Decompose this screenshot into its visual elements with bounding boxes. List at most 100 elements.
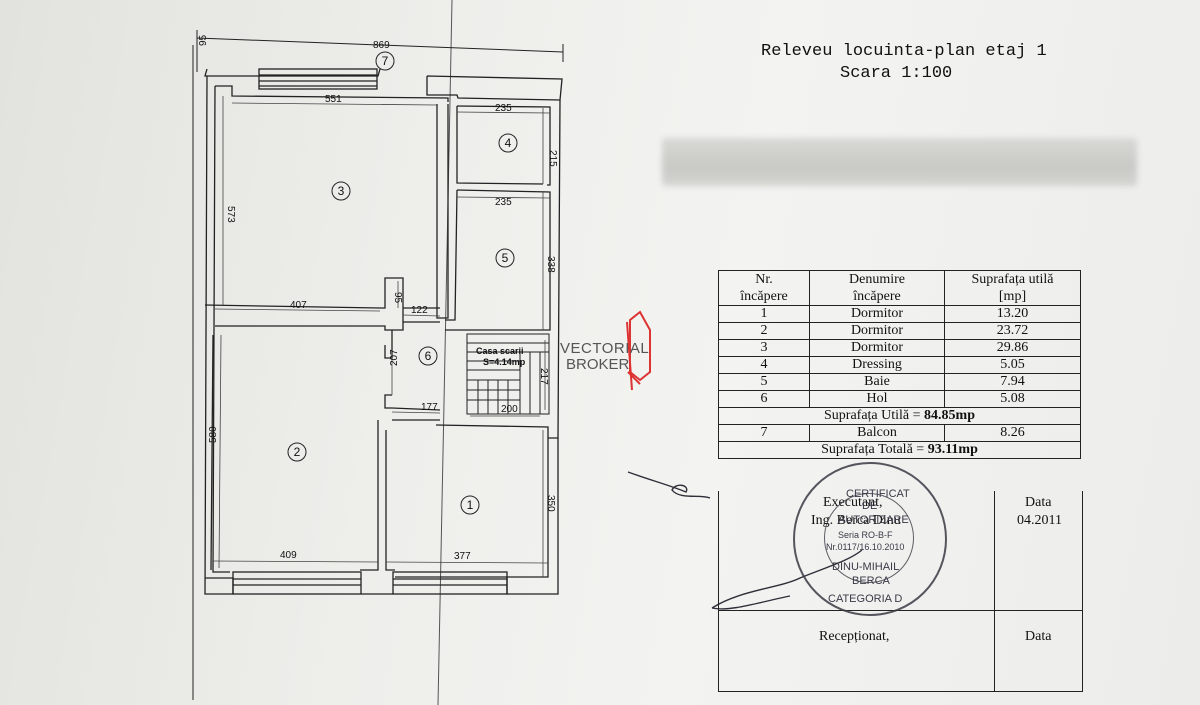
- useful-area-value: 84.85mp: [924, 408, 975, 423]
- room-marker-6: 6: [425, 349, 432, 363]
- receptionat-label: Recepționat,: [819, 629, 890, 644]
- useful-area-row: Suprafața Utilă = 84.85mp: [718, 407, 1081, 425]
- row-area: 23.72: [944, 322, 1081, 340]
- row-nr: 1: [718, 305, 810, 323]
- header-nr-line1: Nr.: [755, 272, 773, 287]
- document-scale: Scara 1:100: [840, 64, 953, 83]
- dim-177: 177: [421, 402, 438, 413]
- dim-235b: 235: [495, 197, 512, 208]
- row-name: Balcon: [809, 424, 945, 442]
- useful-area-cell: Suprafața Utilă = 84.85mp: [718, 407, 1081, 425]
- dim-377: 377: [454, 551, 471, 562]
- room-marker-4: 4: [505, 136, 512, 150]
- date-label-2: Data: [1025, 629, 1052, 644]
- stamp-line1: CERTIFICAT: [846, 488, 910, 500]
- row-name: Dormitor: [809, 339, 945, 357]
- header-nr-line2: încăpere: [740, 289, 788, 304]
- stamp-name1: DINU-MIHAIL: [832, 561, 900, 573]
- receptionat-cell: Recepționat,: [719, 611, 995, 691]
- row-nr: 2: [718, 322, 810, 340]
- dim-869: 869: [373, 40, 390, 51]
- room-marker-3: 3: [338, 184, 345, 198]
- row-area: 5.05: [944, 356, 1081, 374]
- row-name: Dormitor: [809, 322, 945, 340]
- dim-350: 350: [545, 495, 556, 512]
- room-marker-1: 1: [467, 498, 474, 512]
- redacted-area: [662, 138, 1137, 186]
- row-nr: 4: [718, 356, 810, 374]
- stair-label: Casa scarii: [476, 346, 524, 356]
- date-cell-2: Data: [995, 611, 1082, 691]
- dim-95: 95: [198, 34, 209, 46]
- row-nr: 3: [718, 339, 810, 357]
- watermark-logo-icon: [626, 310, 651, 391]
- stamp-series: Seria RO-B-F: [838, 530, 893, 540]
- watermark-text: VECTORIAL: [560, 340, 650, 357]
- stamp-line3: AUTORIZARE: [838, 514, 909, 526]
- dim-235a: 235: [495, 103, 512, 114]
- dim-338: 338: [545, 256, 556, 273]
- dim-215: 215: [547, 150, 558, 167]
- header-area-line1: Suprafața utilă: [971, 272, 1054, 287]
- stamp-category: CATEGORIA D: [828, 593, 903, 605]
- staircase: [466, 333, 550, 415]
- row-area: 7.94: [944, 373, 1081, 391]
- header-area: Suprafața utilă [mp]: [944, 270, 1081, 306]
- row-area: 13.20: [944, 305, 1081, 323]
- total-area-cell: Suprafața Totală = 93.11mp: [718, 441, 1081, 459]
- dim-573: 573: [225, 206, 236, 223]
- total-area-value: 93.11mp: [927, 442, 978, 457]
- useful-area-label: Suprafața Utilă =: [824, 408, 925, 423]
- header-name: Denumire încăpere: [809, 270, 945, 306]
- stamp-line2: DE: [862, 500, 878, 512]
- room-marker-5: 5: [502, 251, 509, 265]
- dim-200: 200: [501, 404, 518, 415]
- header-name-line1: Denumire: [849, 272, 905, 287]
- header-nr: Nr. încăpere: [718, 270, 810, 306]
- dim-580: 580: [208, 426, 219, 443]
- row-area: 29.86: [944, 339, 1081, 357]
- row-nr: 6: [718, 390, 810, 408]
- stamp-number: Nr.0117/16.10.2010: [826, 542, 905, 552]
- row-name: Baie: [809, 373, 945, 391]
- dim-122: 122: [411, 305, 428, 316]
- total-area-row: Suprafața Totală = 93.11mp: [718, 441, 1081, 459]
- fold-line: [437, 0, 453, 705]
- official-stamp: [793, 462, 947, 616]
- document-title: Releveu locuinta-plan etaj 1: [761, 42, 1047, 61]
- date-value: 04.2011: [1017, 513, 1062, 528]
- official-stamp-inner: [824, 493, 914, 583]
- room-marker-2: 2: [294, 445, 301, 459]
- row-name: Dressing: [809, 356, 945, 374]
- rooms-table: Nr. încăpere Denumire încăpere Suprafața…: [718, 270, 1081, 459]
- stamp-name2: BERCA: [852, 575, 890, 587]
- header-name-line2: încăpere: [853, 289, 901, 304]
- dim-407: 407: [290, 300, 307, 311]
- row-name: Dormitor: [809, 305, 945, 323]
- watermark-text-2: BROKER: [566, 356, 630, 373]
- dim-95b: 95: [392, 292, 403, 304]
- room-marker-7: 7: [382, 54, 389, 68]
- date-label: Data: [1025, 495, 1052, 510]
- stair-area-label: S=4.14mp: [483, 357, 526, 367]
- header-area-line2: [mp]: [998, 289, 1027, 304]
- table-header-row: Nr. încăpere Denumire încăpere Suprafața…: [718, 270, 1081, 306]
- dim-207: 207: [389, 349, 400, 366]
- row-area: 8.26: [944, 424, 1081, 442]
- row-name: Hol: [809, 390, 945, 408]
- dim-551: 551: [325, 94, 342, 105]
- total-area-label: Suprafața Totală =: [821, 442, 928, 457]
- dim-409: 409: [280, 550, 297, 561]
- date-cell: Data 04.2011: [995, 491, 1082, 611]
- row-area: 5.08: [944, 390, 1081, 408]
- row-nr: 7: [718, 424, 810, 442]
- row-nr: 5: [718, 373, 810, 391]
